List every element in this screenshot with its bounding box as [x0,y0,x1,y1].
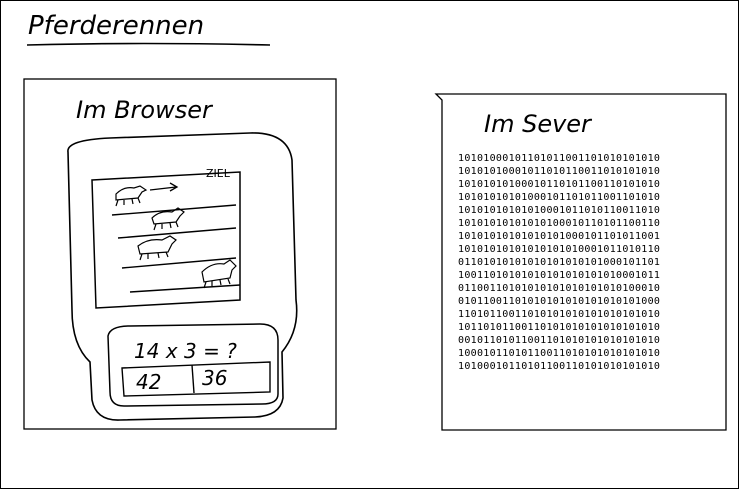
finish-label: ZIEL [206,167,231,180]
title-group: Pferderennen [26,11,271,46]
answer-button-1[interactable]: 42 [136,370,161,394]
browser-heading: Im Browser [76,96,214,124]
device-outline [67,132,298,421]
lane-line-4 [129,284,241,293]
answer-buttons: 42 36 [121,361,271,397]
binary-line: 01100110101010101010101010100010 [458,283,661,294]
lane-line-3 [121,257,237,269]
binary-line: 00101101011001101010101010101010 [458,335,661,346]
binary-line: 10110101100110101010101010101010 [458,322,661,333]
title-underline [26,42,271,46]
binary-line: 01011001101010101010101010101000 [458,296,661,307]
quiz-question: 14 x 3 = ? [134,339,237,363]
binary-line: 10101000101101011001101010101010 [458,153,661,164]
page-title: Pferderennen [28,11,204,41]
server-panel: Im Sever [434,93,727,431]
answer-button-2[interactable]: 36 [202,366,227,390]
horse-icon [201,259,237,289]
binary-line: 10100010110101100110101010101010 [458,361,661,372]
binary-line: 10101010101010001011010110011010 [458,205,661,216]
answer-divider [191,364,195,394]
answer-box [121,361,271,397]
binary-line: 01101010101010101010101000101101 [458,257,661,268]
horse-icon [137,235,177,261]
binary-line: 10101010101000101101011001101010 [458,192,661,203]
quiz-box [107,323,279,407]
race-track-box [91,171,241,309]
server-heading: Im Sever [484,110,593,138]
binary-line: 10101010101010101010001011010110 [458,244,661,255]
binary-line: 10001011010110011010101010101010 [458,348,661,359]
binary-line: 11010110011010101010101010101010 [458,309,661,320]
binary-line: 10101010001011010110011010101010 [458,166,661,177]
horse-icon [151,207,185,231]
browser-panel: Im Browser ZIEL [23,78,337,430]
binary-line: 10101010101010101000101101011001 [458,231,661,242]
horse-icon [115,185,148,207]
arrow-right-icon [149,182,179,192]
server-frame [434,93,727,431]
binary-line: 10101010100010110101100110101010 [458,179,661,190]
server-binary-data: 10101000101101011001101010101010 10101010… [458,152,660,373]
binary-line: 10011010101010101010101010001011 [458,270,661,281]
browser-frame [23,78,337,430]
lane-line-2 [117,227,237,239]
binary-line: 10101010101010100010110101100110 [458,218,661,229]
